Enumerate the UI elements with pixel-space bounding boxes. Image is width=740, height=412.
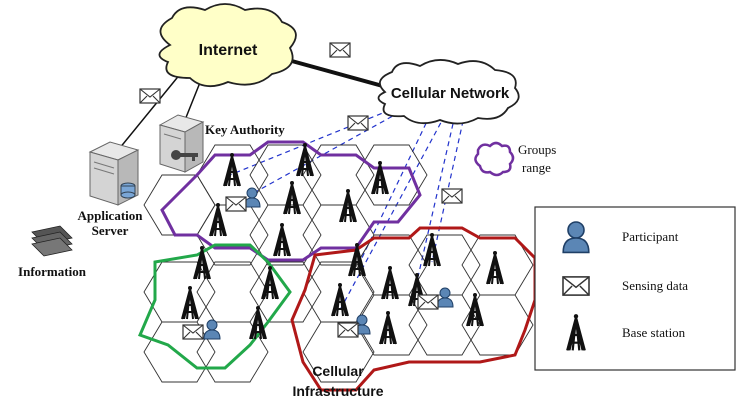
tower-icon [193,245,211,280]
envelope-icon [337,322,359,338]
tower-icon [223,152,241,187]
tower-icon [379,310,397,345]
cellular-infrastructure-label-2: Infrastructure [292,383,383,399]
cellular-infrastructure-label: Cellular [312,363,364,379]
envelope-icon [225,196,247,212]
groups-range-label: Groups [518,142,556,157]
tower-icon [466,292,484,327]
internet-label: Internet [199,42,258,59]
tower-icon [486,250,504,285]
groups-range: Groups range [474,141,556,177]
information: Information [18,225,87,279]
application-server: Application Server [77,141,143,238]
tower-icon [273,222,291,257]
key-server-icon [158,114,205,173]
envelope-icon [139,88,161,104]
server-icon [88,141,140,206]
legend-item-sensing-data: Sensing data [562,276,688,296]
tower-icon [381,265,399,300]
legend-label-base-station: Base station [622,325,686,340]
red-group-outline [290,226,537,392]
tower-icon [209,202,227,237]
cellular-network-cloud: Cellular Network [377,59,520,125]
participant-icon [436,287,454,308]
cloud-icon [377,59,520,125]
legend-item-participant: Participant [562,221,679,254]
cloud-icon [158,3,297,88]
tower-icon [283,180,301,215]
envelope-icon [329,42,351,58]
cellular-infrastructure: Cellular Infrastructure [292,363,383,399]
legend-label-participant: Participant [622,229,679,244]
legend: Participant Sensing data Base station [534,206,736,371]
key-authority-label: Key Authority [205,122,285,137]
envelope-icon [417,294,439,310]
tower-icon [181,285,199,320]
green-group-outline [137,243,292,370]
envelope-icon [562,276,590,296]
tower-icon [339,188,357,223]
key-authority: Key Authority [158,114,285,173]
purple-group-outline [160,140,422,262]
hex-grid [143,144,534,383]
groups-range-label-2: range [522,160,551,175]
legend-label-sensing-data: Sensing data [622,278,688,293]
groups-range-icon [474,141,515,177]
envelope-icon [441,188,463,204]
envelope-icon [347,115,369,131]
documents-icon [31,225,73,257]
information-label: Information [18,264,87,279]
tower-icon [371,160,389,195]
internet-server-link [109,61,191,161]
internet-cloud: Internet [158,3,297,88]
application-server-label: Application [77,208,143,223]
cellular-network-label: Cellular Network [391,85,510,102]
participant-icon [203,319,221,340]
legend-item-base-station: Base station [566,313,686,352]
application-server-label-2: Server [92,223,129,238]
envelope-icon [182,324,204,340]
